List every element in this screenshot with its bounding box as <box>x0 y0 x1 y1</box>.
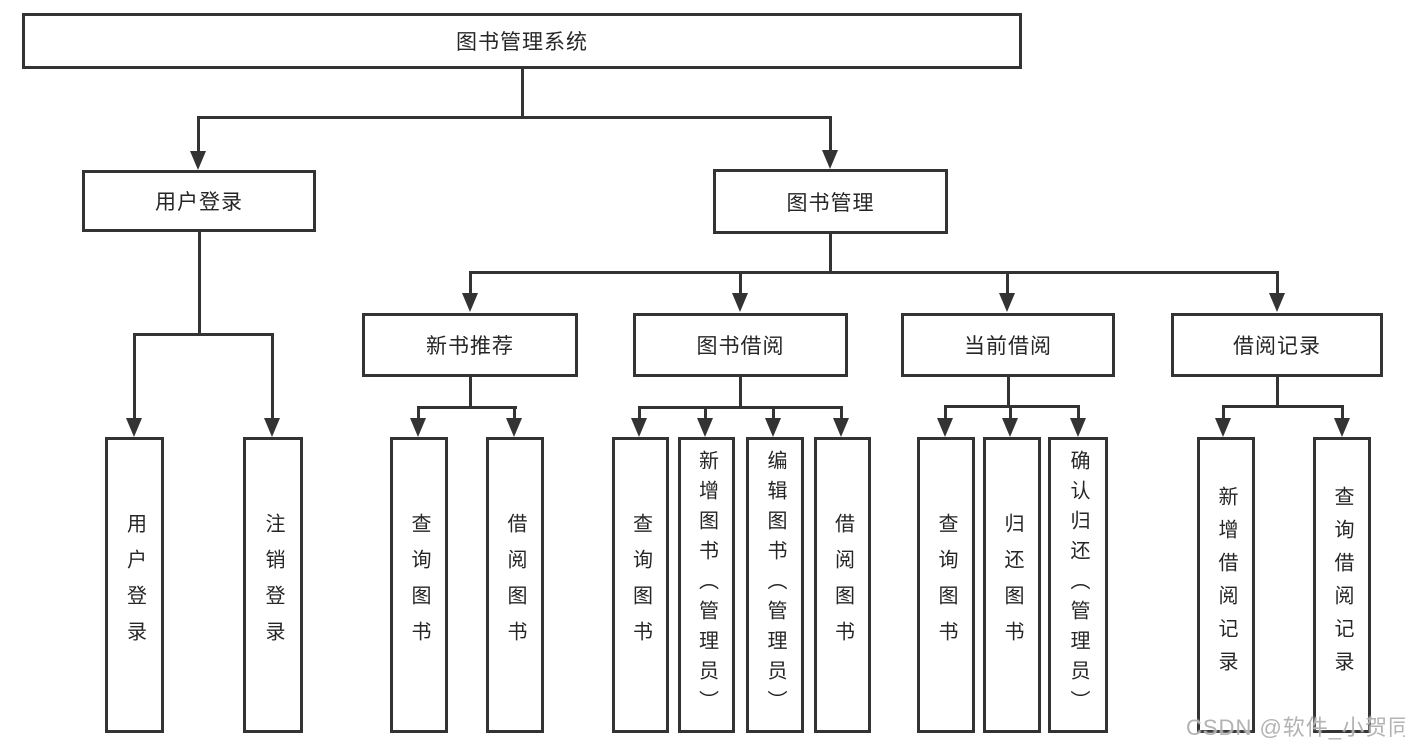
arrowhead-down-icon <box>264 418 280 437</box>
node-label: 用户登录 <box>123 513 146 657</box>
node-current-borrowing: 当前借阅 <box>901 313 1115 377</box>
node-label: 查询借阅记录 <box>1331 486 1353 684</box>
node-label: 编辑图书（管理员） <box>764 450 786 720</box>
node-label: 查询图书 <box>629 513 652 657</box>
arrowhead-down-icon <box>410 418 426 437</box>
connector-line <box>1007 377 1010 407</box>
node-label: 图书管理系统 <box>456 31 588 54</box>
node-user-login-branch: 用户登录 <box>82 170 316 232</box>
node-add-borrow-record: 新增借阅记录 <box>1197 437 1255 733</box>
arrowhead-down-icon <box>1215 418 1231 437</box>
connector-line <box>1009 405 1012 420</box>
node-add-book-admin: 新增图书（管理员） <box>678 437 735 733</box>
connector-line <box>197 116 200 152</box>
arrowhead-down-icon <box>462 293 478 312</box>
connector-line <box>1222 405 1225 420</box>
node-return-book: 归还图书 <box>983 437 1041 733</box>
connector-line <box>271 333 274 419</box>
connector-line <box>739 271 742 296</box>
node-label: 图书管理 <box>786 191 875 215</box>
arrowhead-down-icon <box>937 418 953 437</box>
connector-line <box>1222 405 1344 408</box>
connector-line <box>469 271 1279 274</box>
connector-line <box>944 405 947 420</box>
arrowhead-down-icon <box>732 293 748 312</box>
node-book-management-branch: 图书管理 <box>713 169 948 234</box>
node-label: 图书借阅 <box>696 335 785 358</box>
connector-line <box>638 406 641 420</box>
node-library-management-system: 图书管理系统 <box>22 13 1022 69</box>
node-label: 当前借阅 <box>964 335 1052 358</box>
connector-line <box>513 406 516 420</box>
connector-line <box>521 68 524 119</box>
node-query-books-borrowing: 查询图书 <box>612 437 669 733</box>
arrowhead-down-icon <box>506 418 522 437</box>
arrowhead-down-icon <box>126 418 142 437</box>
csdn-watermark: CSDN @软件_小贺同学 <box>1186 715 1405 740</box>
arrowhead-down-icon <box>190 151 206 170</box>
node-logout: 注销登录 <box>243 437 303 733</box>
arrowhead-down-icon <box>1334 418 1350 437</box>
arrowhead-down-icon <box>833 418 849 437</box>
node-query-books-current: 查询图书 <box>917 437 975 733</box>
connector-line <box>739 377 742 408</box>
node-label: 查询图书 <box>408 513 430 657</box>
node-borrowing-records: 借阅记录 <box>1171 313 1383 377</box>
node-label: 归还图书 <box>1001 513 1023 657</box>
arrowhead-down-icon <box>697 418 713 437</box>
node-borrow-books-recommend: 借阅图书 <box>486 437 544 733</box>
connector-line <box>840 406 843 420</box>
arrowhead-down-icon <box>1070 418 1086 437</box>
node-label: 新书推荐 <box>426 335 514 358</box>
connector-line <box>197 116 832 119</box>
arrowhead-down-icon <box>631 418 647 437</box>
connector-line <box>829 234 832 273</box>
arrowhead-down-icon <box>765 418 781 437</box>
connector-line <box>198 232 201 335</box>
connector-line <box>1006 271 1009 296</box>
connector-line <box>1276 377 1279 407</box>
node-label: 用户登录 <box>155 191 243 214</box>
node-label: 借阅图书 <box>504 513 526 657</box>
node-query-borrow-record: 查询借阅记录 <box>1313 437 1371 733</box>
arrowhead-down-icon <box>822 150 838 169</box>
connector-line <box>133 333 274 336</box>
connector-line <box>469 377 472 408</box>
connector-line <box>1276 271 1279 296</box>
node-query-books-recommend: 查询图书 <box>390 437 448 733</box>
connector-line <box>772 406 775 420</box>
connector-line <box>133 333 136 419</box>
node-label: 借阅图书 <box>831 513 854 657</box>
node-confirm-return-admin: 确认归还（管理员） <box>1048 437 1108 733</box>
node-book-borrowing: 图书借阅 <box>633 313 848 377</box>
node-new-book-recommend: 新书推荐 <box>362 313 578 377</box>
node-label: 借阅记录 <box>1233 335 1321 358</box>
connector-line <box>704 406 707 420</box>
connector-line <box>417 406 420 420</box>
node-label: 注销登录 <box>262 513 284 657</box>
node-borrow-books-borrowing: 借阅图书 <box>814 437 871 733</box>
connector-line <box>469 271 472 296</box>
connector-line <box>944 405 1080 408</box>
node-user-login-leaf: 用户登录 <box>105 437 164 733</box>
arrowhead-down-icon <box>1269 293 1285 312</box>
connector-line <box>829 116 832 152</box>
node-label: 新增借阅记录 <box>1215 486 1237 684</box>
connector-line <box>1341 405 1344 420</box>
node-label: 查询图书 <box>935 513 957 657</box>
node-edit-book-admin: 编辑图书（管理员） <box>746 437 804 733</box>
connector-line <box>1077 405 1080 420</box>
node-label: 新增图书（管理员） <box>695 450 718 720</box>
arrowhead-down-icon <box>1002 418 1018 437</box>
connector-line <box>417 406 517 409</box>
connector-line <box>638 406 843 409</box>
arrowhead-down-icon <box>999 293 1015 312</box>
node-label: 确认归还（管理员） <box>1067 450 1089 720</box>
